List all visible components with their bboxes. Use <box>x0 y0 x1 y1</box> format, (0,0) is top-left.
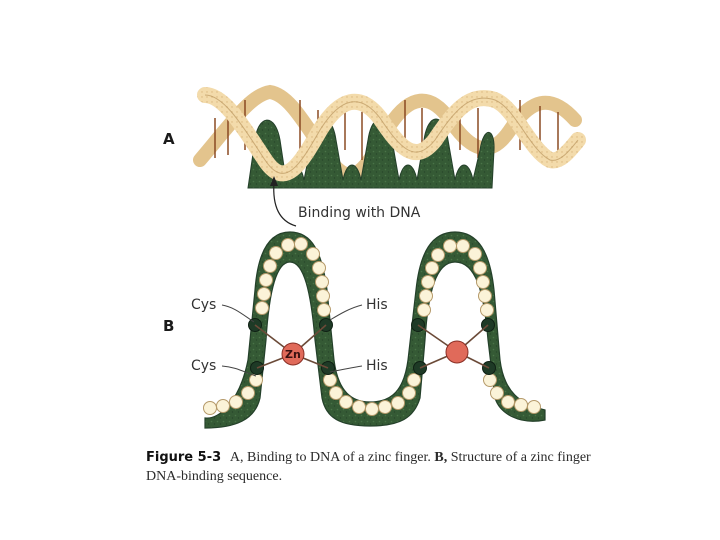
panel-a-dna-illustration <box>200 92 578 188</box>
cys-top-label: Cys <box>191 297 216 313</box>
zinc-ion-right <box>446 341 468 363</box>
panel-b-letter: B <box>163 317 174 335</box>
figure-caption: Figure 5-3 A, Binding to DNA of a zinc f… <box>146 448 616 486</box>
cys-top-leader <box>222 305 254 322</box>
caption-label-b: B, <box>434 450 447 465</box>
panel-b-zinc-finger-structure: Zn <box>204 232 546 428</box>
his-top-label: His <box>366 297 388 313</box>
zn-label: Zn <box>285 348 301 361</box>
panel-a-letter: A <box>163 130 175 148</box>
caption-text-a: A, Binding to DNA of a zinc finger. <box>230 450 431 465</box>
binding-arrow <box>274 182 296 226</box>
his-bottom-label: His <box>366 358 388 374</box>
figure-number: Figure 5-3 <box>146 450 221 465</box>
binding-label: Binding with DNA <box>298 205 421 221</box>
cys-bottom-label: Cys <box>191 358 216 374</box>
his-top-leader <box>330 305 362 320</box>
